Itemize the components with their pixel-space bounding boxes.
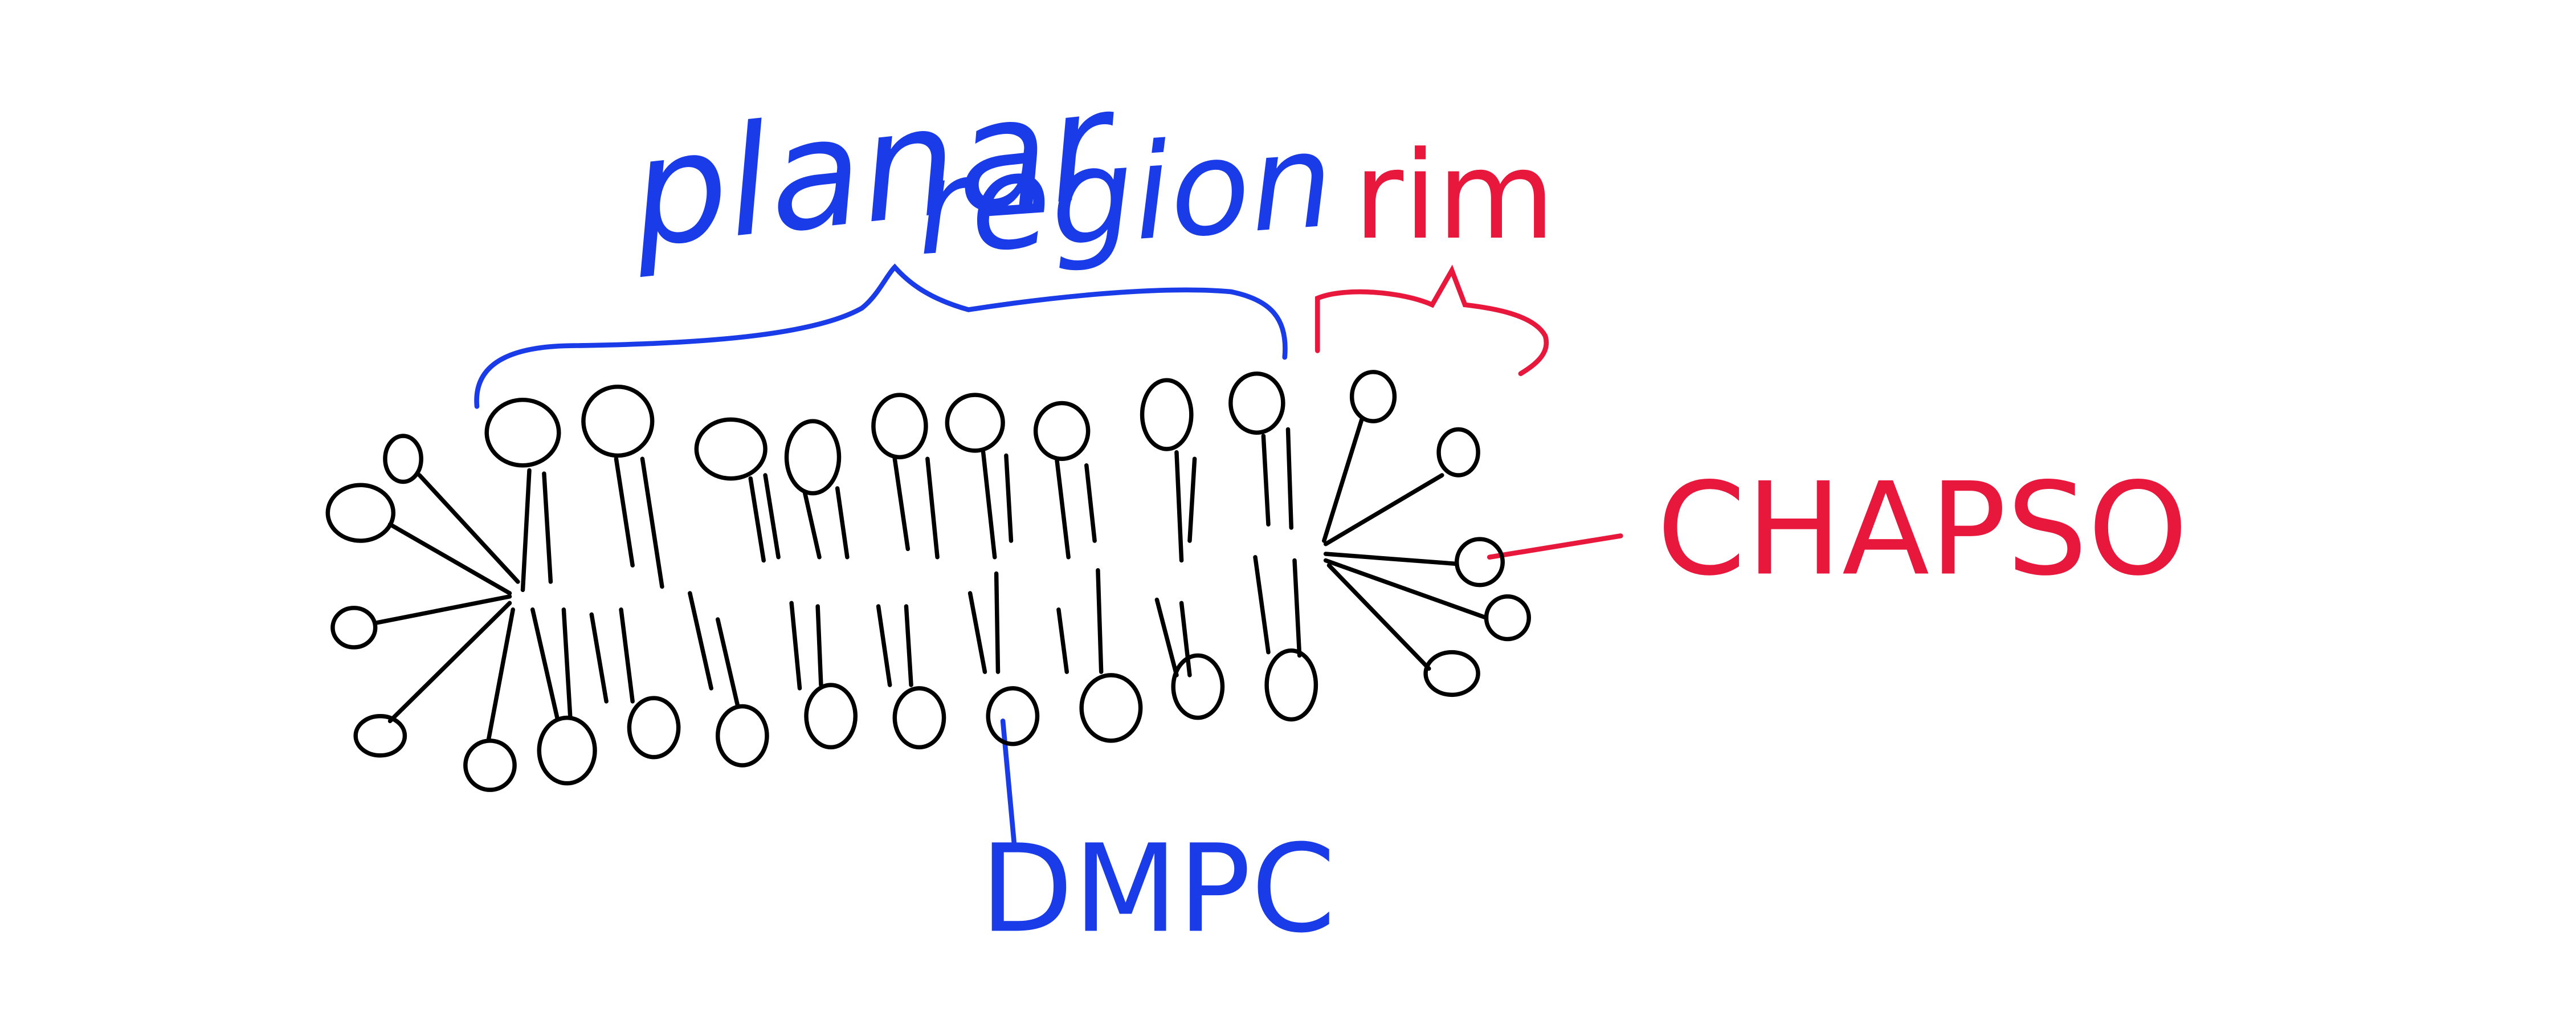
- lipid-head: [463, 738, 517, 792]
- right-rim-chapso: [1322, 370, 1531, 697]
- label-region: region: [911, 104, 1338, 285]
- lipid-head: [1033, 401, 1091, 461]
- left-rim-chapso: [325, 434, 520, 758]
- lipid-head: [715, 704, 769, 768]
- lipid-head: [627, 696, 681, 760]
- chapso-head: [1349, 370, 1397, 423]
- lipid-head: [945, 393, 1005, 453]
- label-rim: rim: [1354, 125, 1556, 267]
- chapso-head: [1436, 427, 1480, 478]
- label-chapso: CHAPSO: [1657, 455, 2189, 604]
- lipid-head: [1264, 648, 1318, 722]
- label-dmpc: DMPC: [980, 818, 1336, 960]
- lipid-head: [581, 384, 655, 458]
- lipid-head: [986, 686, 1040, 746]
- lipid-head: [1171, 653, 1225, 720]
- lipid-head: [892, 686, 946, 750]
- chapso-head: [1484, 594, 1531, 642]
- chapso-head: [353, 713, 407, 758]
- rim-brace: [1314, 264, 1549, 376]
- chapso-pointer-line: [1487, 533, 1623, 560]
- chapso-head: [325, 483, 396, 543]
- planar-region-brace: [474, 263, 1288, 409]
- chapso-head: [330, 606, 378, 650]
- chapso-head: [1423, 650, 1480, 697]
- chapso-head: [383, 434, 423, 484]
- lipid-head: [871, 393, 928, 460]
- lipid-head: [804, 683, 858, 750]
- lipid-head: [784, 419, 842, 496]
- lipid-head: [694, 417, 768, 481]
- dmpc-bottom-leaflet: [463, 555, 1318, 792]
- chapso-head: [1454, 537, 1505, 587]
- lipid-head: [1228, 371, 1285, 435]
- lipid-head: [484, 397, 561, 468]
- lipid-head: [1079, 673, 1143, 743]
- dmpc-top-leaflet: [484, 371, 1293, 593]
- lipid-head: [537, 715, 597, 786]
- lipid-head: [1140, 378, 1194, 451]
